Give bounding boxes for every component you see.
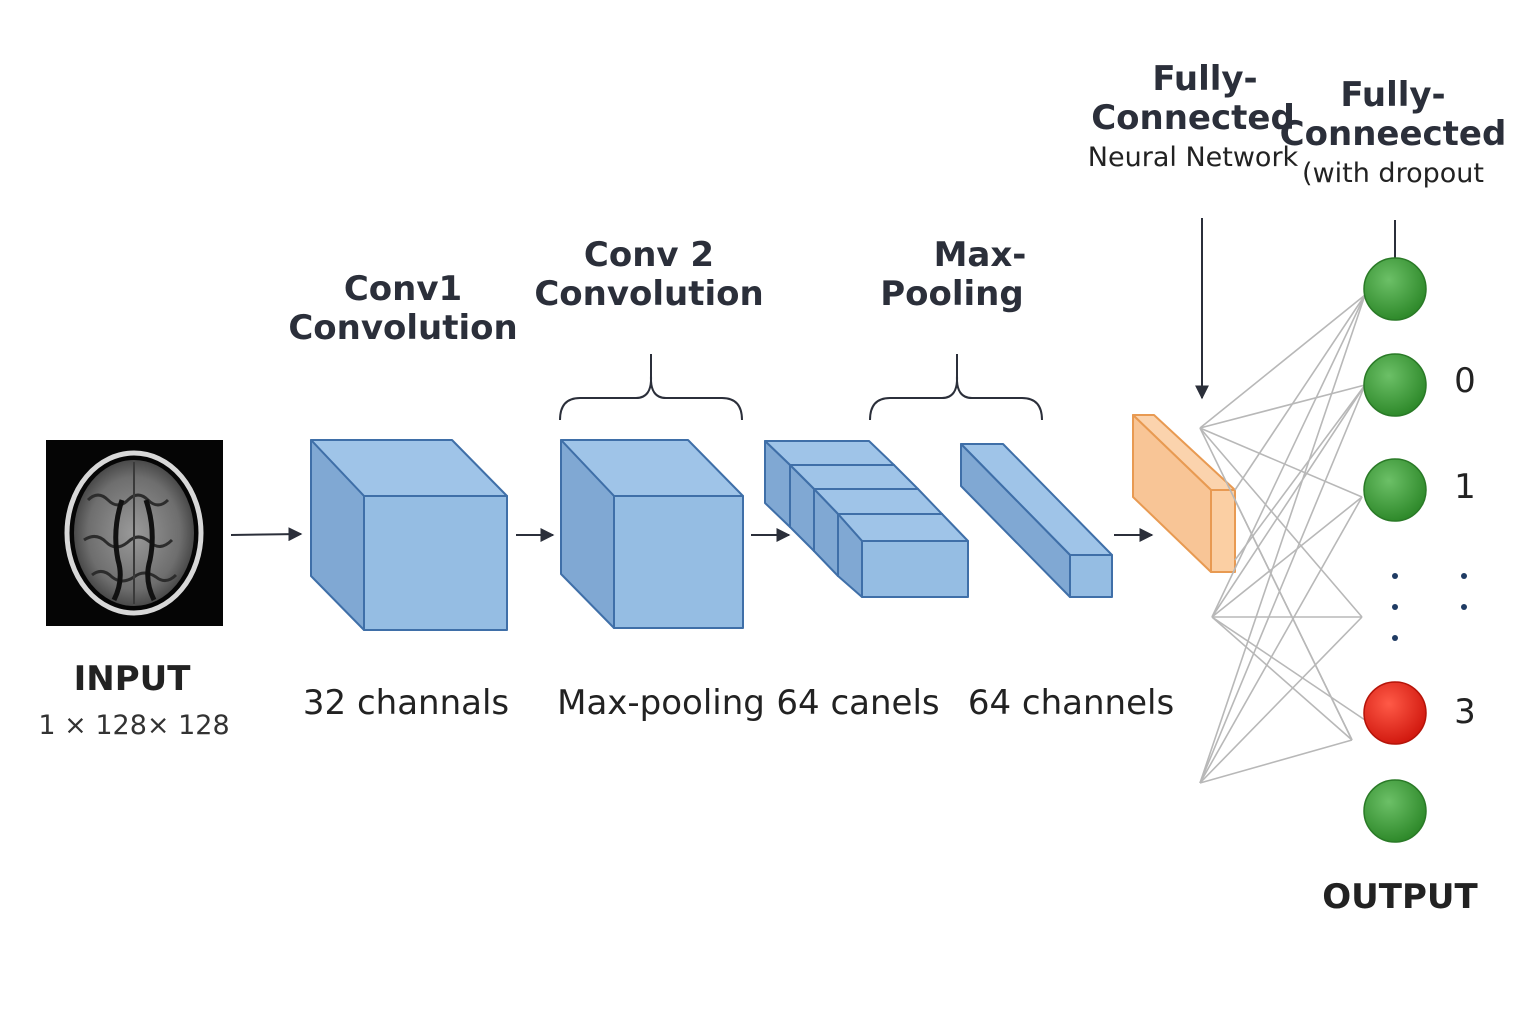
connection-line-1 [1199, 384, 1366, 429]
connection-line-16 [1234, 384, 1366, 561]
connection-line-18 [1211, 616, 1366, 721]
pool-channels-label: 64 channels [967, 683, 1175, 723]
connection-line-3 [1199, 427, 1363, 618]
conv1-title-line1: Conv1 [343, 269, 463, 309]
pool-brace [869, 354, 1043, 421]
connection-line-14 [1199, 739, 1353, 784]
output-title: OUTPUT [1322, 877, 1478, 917]
conv1-channels-label: 32 channals [302, 683, 510, 723]
output-node-4 [1363, 779, 1427, 843]
conv2-title: Conv 2 Convolution [534, 235, 764, 315]
conv2-title-line2: Convolution [534, 274, 764, 315]
fc1-title-line1: Fully- [1152, 59, 1258, 99]
connection-line-13 [1199, 616, 1363, 784]
input-title: INPUT [73, 659, 191, 699]
input-dims: 1 × 128× 128 [38, 710, 230, 741]
connection-line-0 [1199, 294, 1366, 429]
output-node-0 [1363, 257, 1427, 321]
fc1-title-line2: Connected [1091, 98, 1295, 139]
conv2-brace [559, 354, 743, 421]
connection-line-2 [1199, 427, 1363, 498]
connection-line-12 [1199, 496, 1363, 784]
connection-line-11 [1199, 384, 1366, 784]
connection-line-10 [1199, 294, 1366, 784]
output-label-3: 3 [1454, 692, 1476, 732]
pool-title-line1: Max- [933, 235, 1027, 275]
pool-title-line2: Pooling [880, 274, 1024, 315]
connection-line-6 [1211, 384, 1366, 618]
stack-slab-4 [837, 513, 969, 598]
stack-channels-label: 64 canels [776, 683, 940, 723]
output-label-0: 0 [1454, 361, 1476, 401]
conv1-title: Conv1 Convolution [288, 269, 518, 349]
connection-line-9 [1211, 616, 1353, 741]
output-node-2 [1363, 458, 1427, 522]
conv2-pooling-label: Max-pooling [557, 683, 765, 723]
input-mri-image [46, 440, 223, 626]
fc2-title-line2: Conneected [1279, 114, 1507, 155]
ellipsis-dots [1392, 573, 1467, 641]
conv2-block [560, 439, 744, 629]
connection-line-17 [1234, 499, 1353, 741]
output-node-active [1363, 681, 1427, 745]
output-node-1 [1363, 353, 1427, 417]
fc2-title-line1: Fully- [1340, 75, 1446, 115]
fc-flatten-block [1132, 414, 1236, 573]
connection-line-15 [1234, 294, 1366, 491]
connection-line-5 [1211, 294, 1366, 618]
conv1-block [310, 439, 508, 631]
fc1-subtitle: Neural Network [1087, 142, 1299, 174]
output-nodes [1363, 257, 1427, 843]
connection-line-7 [1211, 496, 1363, 618]
output-label-1: 1 [1454, 467, 1476, 507]
pool-title: Max- Pooling [878, 235, 1027, 315]
conv1-title-line2: Convolution [288, 308, 518, 349]
fc-connections [1199, 294, 1366, 784]
fc2-title: Fully- Conneected (with dropout [1279, 75, 1507, 190]
fc1-title: Fully- Connected Neural Network [1087, 59, 1299, 174]
fc2-subtitle: (with dropout [1302, 158, 1484, 190]
conv2-title-line1: Conv 2 [583, 235, 715, 275]
stacked-feature-maps [764, 440, 969, 598]
maxpool-block [960, 443, 1113, 598]
arrow-input-to-conv1 [230, 527, 303, 542]
